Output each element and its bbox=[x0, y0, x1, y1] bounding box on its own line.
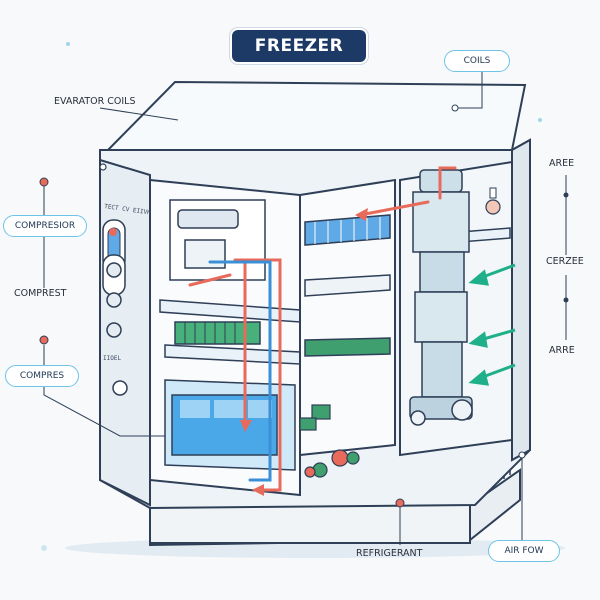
label-cerzee: CERZEE bbox=[546, 256, 584, 267]
label-compress-mid: COMPREST bbox=[14, 288, 67, 299]
label-evaporator-coils: EVARATOR COILS bbox=[54, 96, 136, 107]
left-compartment bbox=[149, 178, 301, 497]
label-arre: ARRE bbox=[549, 345, 575, 356]
ice-tray bbox=[164, 379, 296, 471]
label-refrigerant: REFRIGERANT bbox=[356, 548, 423, 559]
compressor-cylinder bbox=[409, 169, 473, 426]
diagram-title: FREEZER bbox=[232, 30, 366, 62]
panel-bottom-text: IIOEL bbox=[103, 355, 121, 362]
control-panel bbox=[99, 163, 128, 396]
label-aree-top: AREE bbox=[549, 158, 575, 169]
leader-dots bbox=[39, 104, 569, 508]
right-compartment bbox=[399, 160, 513, 457]
refrigerant-arrows bbox=[240, 208, 368, 496]
label-coils: COILS bbox=[444, 50, 510, 72]
freezer-top bbox=[105, 80, 527, 151]
label-compres-low: COMPRES bbox=[5, 365, 79, 387]
label-airflow: AIR FOW bbox=[488, 540, 560, 562]
airflow-arrows bbox=[468, 263, 516, 386]
label-compressor-top: COMPRESIOR bbox=[3, 215, 87, 237]
refrigerant-pipes bbox=[188, 166, 457, 492]
middle-compartment bbox=[299, 178, 396, 478]
